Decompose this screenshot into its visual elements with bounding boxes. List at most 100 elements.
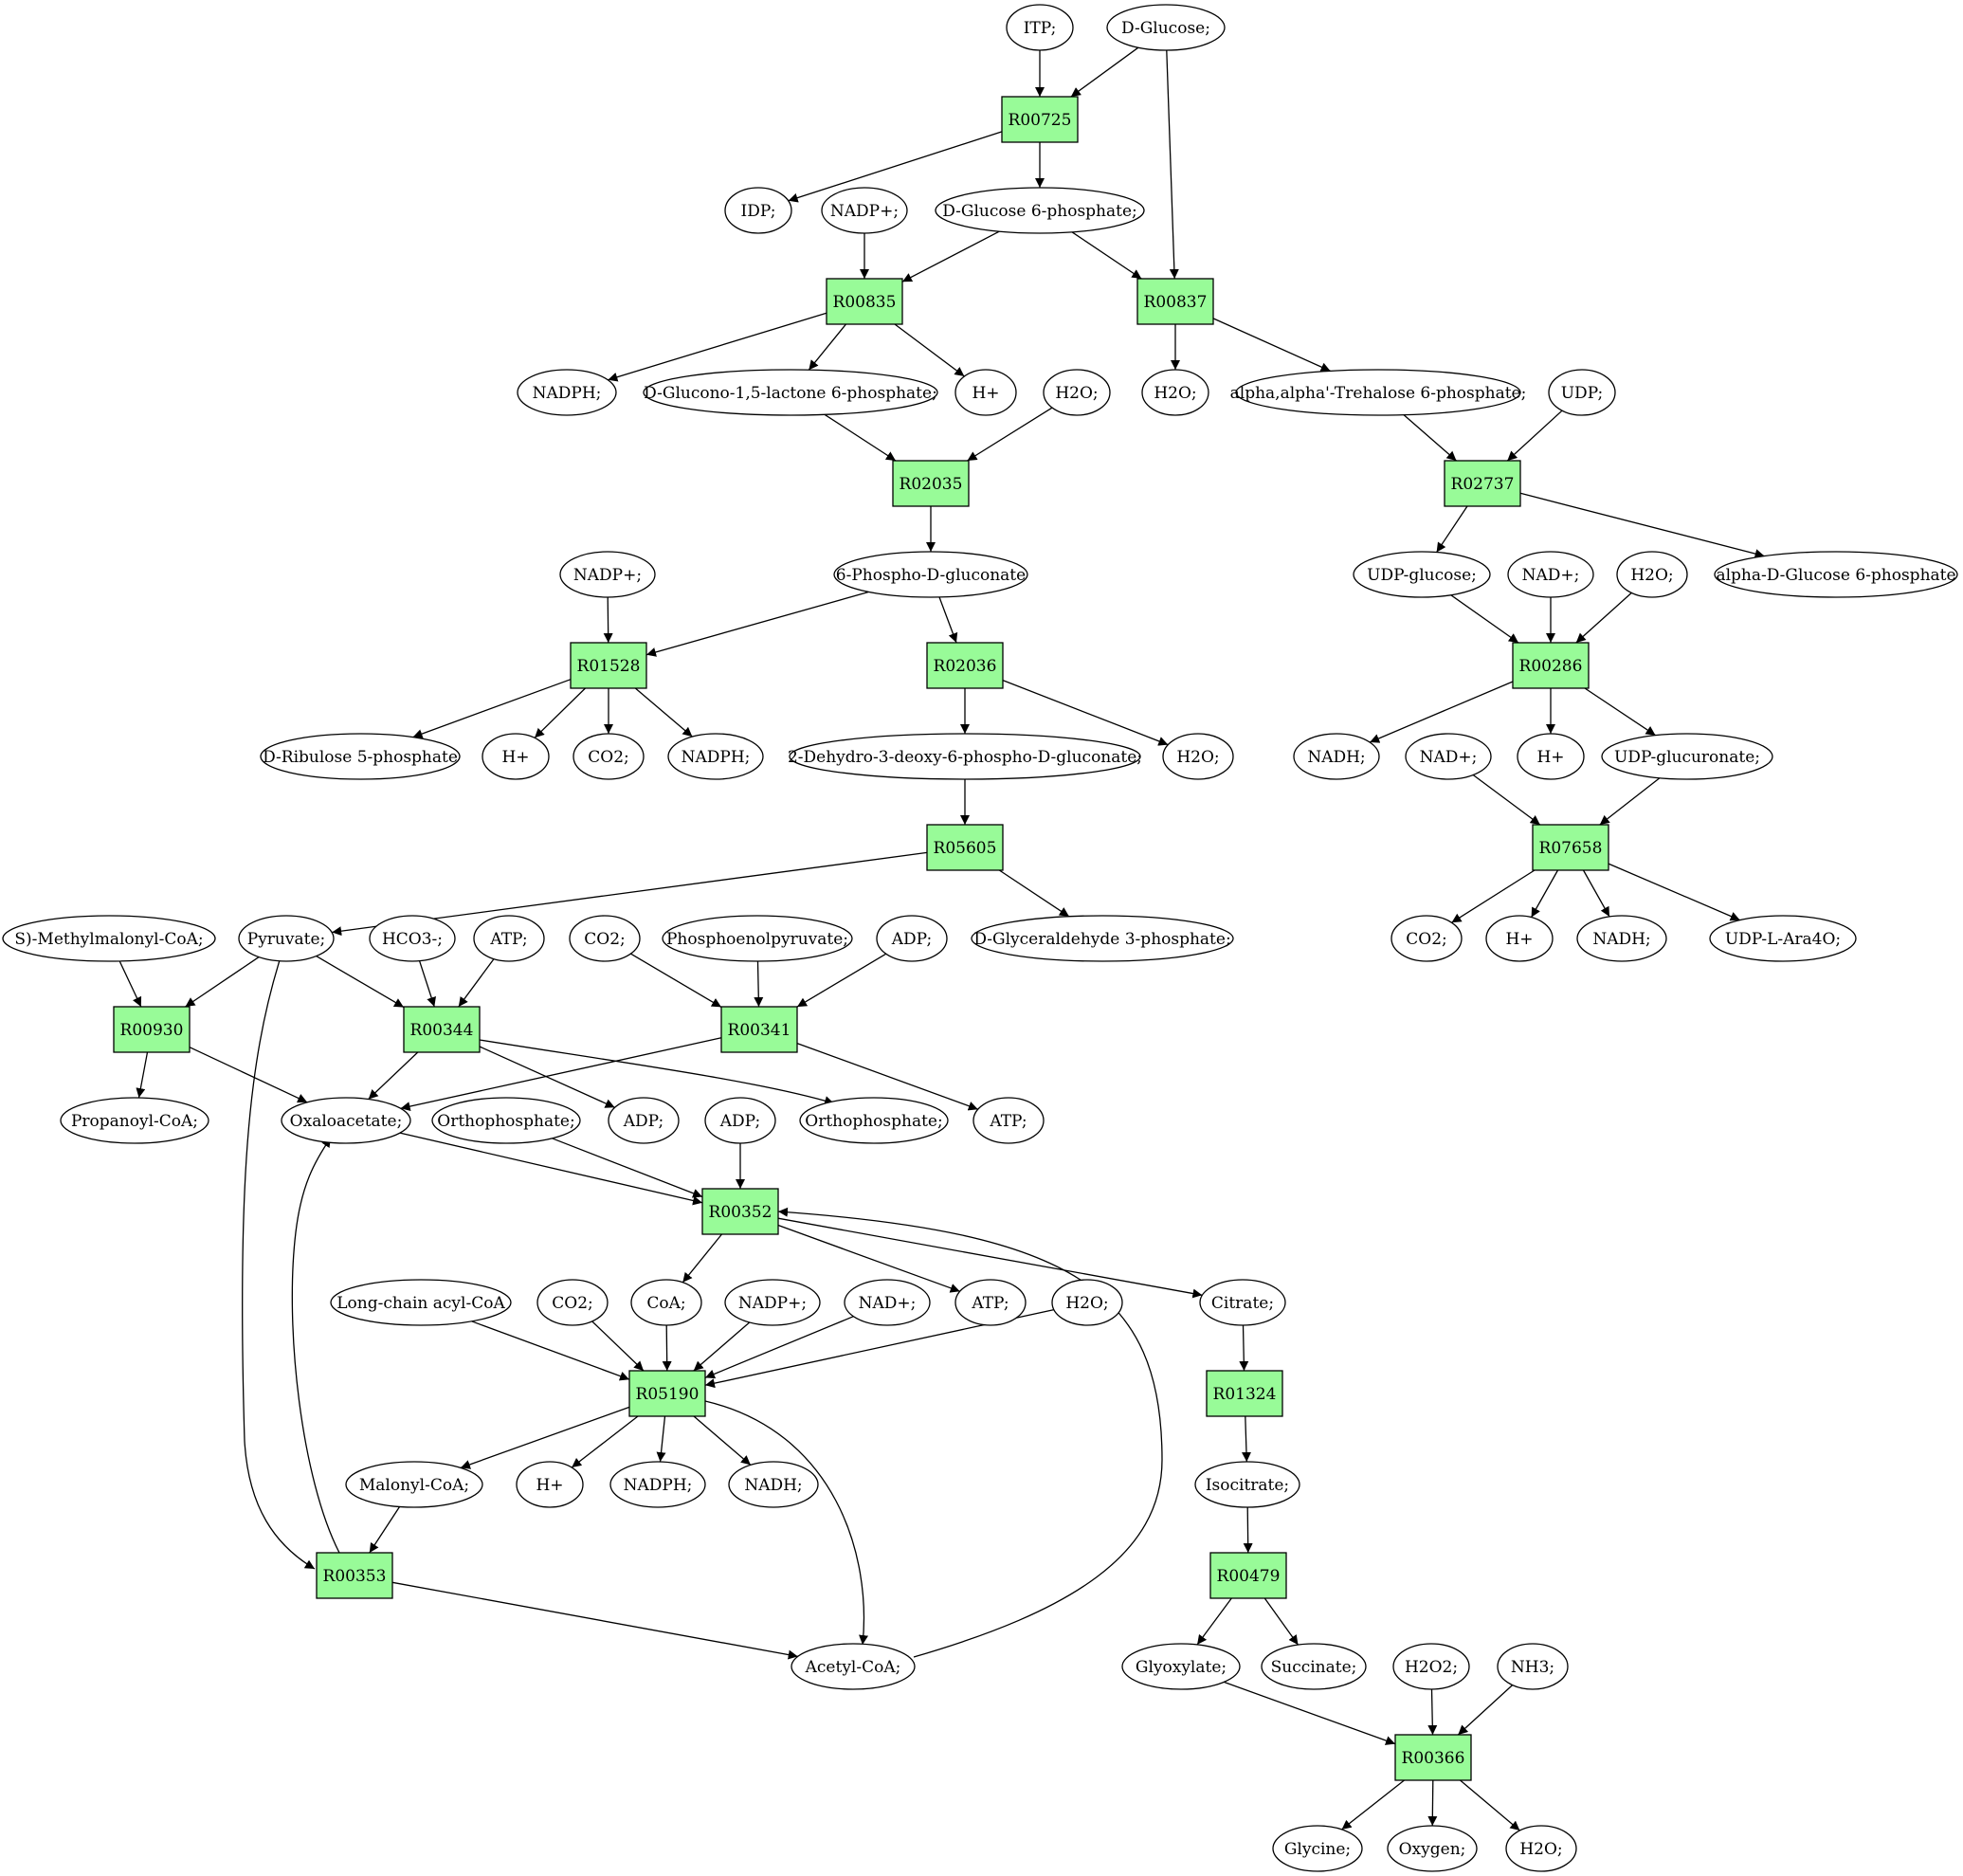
compound-node-c_adp_3[interactable]: ADP; <box>704 1097 776 1144</box>
compound-node-c_citrate[interactable]: Citrate; <box>1199 1279 1286 1326</box>
compound-node-c_nadph_2[interactable]: NADPH; <box>667 733 764 780</box>
reaction-node-r_r00344[interactable]: R00344 <box>403 1006 481 1053</box>
compound-node-c_pi_2[interactable]: Orthophosphate; <box>799 1097 949 1144</box>
reaction-box <box>892 460 970 507</box>
compound-node-c_methylmal[interactable]: S)-Methylmalonyl-CoA; <box>2 915 216 962</box>
reaction-node-r_r00286[interactable]: R00286 <box>1512 642 1590 689</box>
reaction-node-r_r00352[interactable]: R00352 <box>701 1188 779 1235</box>
compound-node-c_co2_4[interactable]: CO2; <box>536 1279 609 1326</box>
node-label: H+ <box>1505 930 1533 949</box>
compound-node-c_adp_2[interactable]: ADP; <box>608 1097 680 1144</box>
compound-node-c_nadp_3[interactable]: NADP+; <box>724 1279 821 1326</box>
compound-node-c_udp[interactable]: UDP; <box>1548 369 1616 416</box>
compound-node-c_h_1[interactable]: H+ <box>954 369 1017 416</box>
compound-node-c_h2o_1[interactable]: H2O; <box>1043 369 1111 416</box>
compound-node-c_pep[interactable]: Phosphoenolpyruvate; <box>662 915 853 962</box>
compound-node-c_h2o_3[interactable]: H2O; <box>1616 551 1688 598</box>
compound-node-c_oaa[interactable]: Oxaloacetate; <box>281 1097 411 1144</box>
node-label: NAD+; <box>1522 566 1580 585</box>
reaction-node-r_r00341[interactable]: R00341 <box>720 1006 798 1053</box>
reaction-node-r_r00479[interactable]: R00479 <box>1209 1552 1287 1599</box>
compound-node-c_malcoa[interactable]: Malonyl-CoA; <box>345 1461 483 1508</box>
compound-node-c_glyoxylate[interactable]: Glyoxylate; <box>1121 1643 1241 1690</box>
compound-node-c_nadph_3[interactable]: NADPH; <box>609 1461 706 1508</box>
compound-node-c_nad_2[interactable]: NAD+; <box>1405 733 1492 780</box>
compound-ellipse <box>536 1279 609 1326</box>
compound-ellipse <box>369 915 456 962</box>
compound-node-c_nadh_3[interactable]: NADH; <box>728 1461 819 1508</box>
compound-node-c_nad_3[interactable]: NAD+; <box>844 1279 931 1326</box>
compound-node-c_hco3[interactable]: HCO3-; <box>369 915 456 962</box>
compound-node-c_h2o2[interactable]: H2O2; <box>1392 1643 1470 1690</box>
compound-node-c_nadph_1[interactable]: NADPH; <box>517 369 617 416</box>
compound-node-c_pi_1[interactable]: Orthophosphate; <box>431 1097 581 1144</box>
compound-node-c_glycine[interactable]: Glycine; <box>1272 1825 1363 1872</box>
compound-node-c_idp[interactable]: IDP; <box>724 187 792 234</box>
reaction-node-r_r00837[interactable]: R00837 <box>1136 278 1214 325</box>
compound-node-c_nh3[interactable]: NH3; <box>1497 1643 1569 1690</box>
compound-node-c_h_2[interactable]: H+ <box>482 733 550 780</box>
reaction-node-r_r02036[interactable]: R02036 <box>926 642 1004 689</box>
compound-node-c_dglucose[interactable]: D-Glucose; <box>1106 4 1226 51</box>
compound-node-c_itp[interactable]: ITP; <box>1006 4 1074 51</box>
compound-node-c_atp_3[interactable]: ATP; <box>954 1279 1027 1326</box>
reaction-node-r_r02737[interactable]: R02737 <box>1444 460 1521 507</box>
compound-node-c_udpara[interactable]: UDP-L-Ara4O; <box>1709 915 1857 962</box>
compound-node-c_udpglc[interactable]: UDP-glucose; <box>1353 551 1491 598</box>
compound-node-c_h2o_6[interactable]: H2O; <box>1505 1825 1577 1872</box>
compound-node-c_adg6p[interactable]: alpha-D-Glucose 6-phosphate <box>1714 551 1958 598</box>
compound-node-c_nadp_2[interactable]: NADP+; <box>559 551 656 598</box>
compound-node-c_h_4[interactable]: H+ <box>1485 915 1554 962</box>
compound-node-c_pyruvate[interactable]: Pyruvate; <box>238 915 335 962</box>
edge-r_r01528-to-c_nadph_2 <box>634 687 693 738</box>
compound-node-c_glucono[interactable]: D-Glucono-1,5-lactone 6-phosphate; <box>643 369 938 416</box>
compound-node-c_succinate[interactable]: Succinate; <box>1261 1643 1367 1690</box>
compound-node-c_trehalose[interactable]: alpha,alpha'-Trehalose 6-phosphate; <box>1230 369 1527 416</box>
compound-node-c_nadh_2[interactable]: NADH; <box>1576 915 1667 962</box>
reaction-node-r_r00725[interactable]: R00725 <box>1001 96 1079 143</box>
compound-node-c_atp_1[interactable]: ATP; <box>473 915 545 962</box>
reaction-node-r_r00366[interactable]: R00366 <box>1394 1734 1472 1781</box>
reaction-node-r_r01324[interactable]: R01324 <box>1206 1370 1283 1417</box>
compound-node-c_h_3[interactable]: H+ <box>1517 733 1585 780</box>
reaction-node-r_r00835[interactable]: R00835 <box>826 278 903 325</box>
compound-node-c_acetylcoa[interactable]: Acetyl-CoA; <box>791 1643 916 1690</box>
compound-node-c_h2o_2[interactable]: H2O; <box>1141 369 1209 416</box>
compound-node-c_6pg[interactable]: 6-Phospho-D-gluconate <box>833 551 1028 598</box>
compound-ellipse <box>1616 551 1688 598</box>
compound-node-c_lcacoa[interactable]: Long-chain acyl-CoA <box>330 1279 512 1326</box>
compound-node-c_kdpg[interactable]: 2-Dehydro-3-deoxy-6-phospho-D-gluconate; <box>788 733 1142 780</box>
reaction-node-r_r01528[interactable]: R01528 <box>570 642 647 689</box>
compound-node-c_h2o_4[interactable]: H2O; <box>1162 733 1234 780</box>
compound-ellipse <box>954 1279 1027 1326</box>
compound-node-c_oxygen[interactable]: Oxygen; <box>1387 1825 1478 1872</box>
compound-node-c_h_5[interactable]: H+ <box>516 1461 584 1508</box>
compound-node-c_udpglcua[interactable]: UDP-glucuronate; <box>1601 733 1773 780</box>
compound-node-c_atp_2[interactable]: ATP; <box>972 1097 1045 1144</box>
compound-ellipse <box>569 915 641 962</box>
compound-node-c_nad_1[interactable]: NAD+; <box>1507 551 1594 598</box>
reaction-node-r_r05190[interactable]: R05190 <box>628 1370 706 1417</box>
compound-node-c_co2_1[interactable]: CO2; <box>573 733 645 780</box>
compound-node-c_h2o_5[interactable]: H2O; <box>1051 1279 1123 1326</box>
compound-ellipse <box>662 915 853 962</box>
reaction-node-r_r02035[interactable]: R02035 <box>892 460 970 507</box>
reaction-node-r_r00353[interactable]: R00353 <box>316 1552 393 1599</box>
compound-node-c_coa[interactable]: CoA; <box>630 1279 702 1326</box>
reaction-node-r_r00930[interactable]: R00930 <box>113 1006 191 1053</box>
reaction-node-r_r05605[interactable]: R05605 <box>926 824 1004 871</box>
compound-node-c_nadh_1[interactable]: NADH; <box>1293 733 1380 780</box>
compound-node-c_isocitrate[interactable]: Isocitrate; <box>1194 1461 1300 1508</box>
compound-node-c_co2_3[interactable]: CO2; <box>1390 915 1463 962</box>
compound-node-c_co2_2[interactable]: CO2; <box>569 915 641 962</box>
compound-ellipse <box>1714 551 1958 598</box>
compound-node-c_nadp_1[interactable]: NADP+; <box>821 187 908 234</box>
compound-node-c_adp_1[interactable]: ADP; <box>876 915 948 962</box>
reaction-node-r_r07658[interactable]: R07658 <box>1532 824 1609 871</box>
edge-c_atp_1-to-r_r00344 <box>458 958 495 1008</box>
compound-node-c_g6p[interactable]: D-Glucose 6-phosphate; <box>935 187 1145 234</box>
compound-node-c_ru5p[interactable]: D-Ribulose 5-phosphate <box>260 733 461 780</box>
edge-c_dglucose-to-r_r00725 <box>1070 46 1139 98</box>
compound-node-c_gap[interactable]: D-Glyceraldehyde 3-phosphate; <box>971 915 1234 962</box>
compound-node-c_propcoa[interactable]: Propanoyl-CoA; <box>60 1097 209 1144</box>
